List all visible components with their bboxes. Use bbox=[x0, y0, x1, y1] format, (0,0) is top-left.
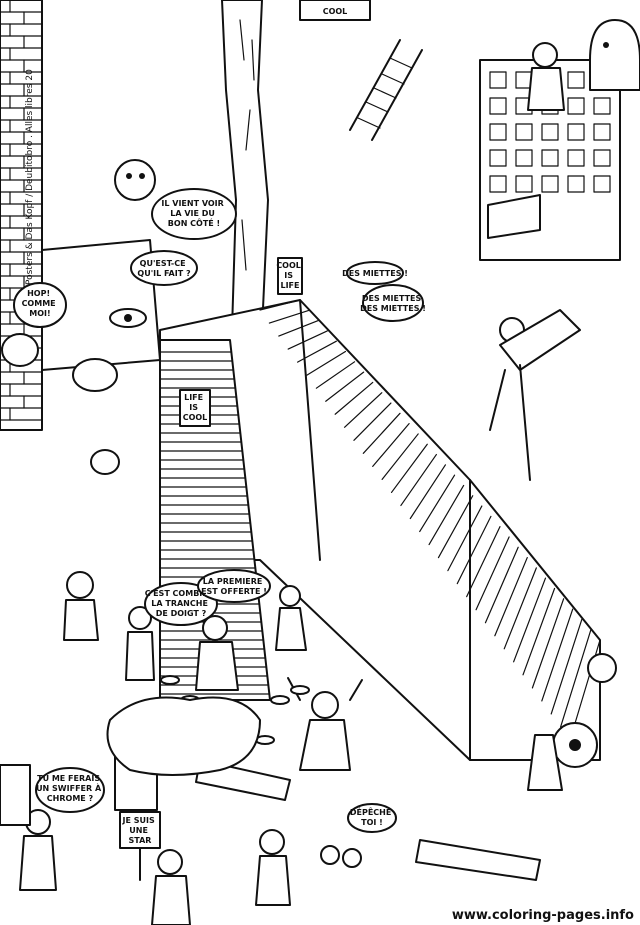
sign-text: JE SUIS UNE STAR bbox=[121, 816, 157, 845]
sign-text: COOL IS LIFE bbox=[276, 261, 303, 290]
sign-text: COOL bbox=[323, 7, 348, 16]
speech-bubble-miettes-1: DES MIETTES ! bbox=[342, 261, 408, 285]
sign-line: LIFE bbox=[184, 393, 203, 402]
credit-text: Posters & Das Kopf / Deubitobro . Alles … bbox=[25, 69, 35, 285]
bubble-line: DÉPÊCHE bbox=[350, 806, 391, 817]
sign-line: COOL bbox=[276, 261, 301, 270]
bubble-text: QU'EST-CE QU'IL FAIT ? bbox=[137, 259, 191, 278]
bubble-line: HOP! bbox=[27, 289, 50, 298]
characters bbox=[0, 19, 640, 925]
bubble-line: LA PREMIERE bbox=[203, 577, 263, 586]
speech-bubble-depeche: DÉPÊCHE TOI ! bbox=[347, 803, 397, 833]
bubble-line: C'EST COMBIEN bbox=[145, 589, 215, 598]
sign-text: LIFE IS COOL bbox=[183, 393, 208, 422]
cloud-shape bbox=[106, 696, 261, 776]
sign-life-is-cool: LIFE IS COOL bbox=[179, 389, 211, 427]
bubble-line: DES MIETTES ! bbox=[342, 269, 408, 278]
bubble-line: TOI ! bbox=[361, 818, 383, 827]
bubble-line: DES MIETTES ! bbox=[360, 304, 426, 313]
bubble-text: DÉPÊCHE TOI ! bbox=[350, 806, 394, 827]
bubble-line: COMME bbox=[22, 299, 56, 308]
sign-cool: COOL bbox=[299, 0, 371, 21]
tree-trunk bbox=[221, 0, 269, 331]
coin bbox=[290, 685, 310, 695]
speech-bubble-miettes-2: DES MIETTES DES MIETTES ! bbox=[360, 284, 426, 322]
sign-line: STAR bbox=[129, 836, 152, 845]
bubble-text: IL VIENT VOIR LA VIE DU BON CÔTÉ ! bbox=[161, 199, 226, 228]
sign-life-cool-vertical: COOL IS LIFE bbox=[276, 257, 303, 295]
sign-line: COOL bbox=[183, 413, 208, 422]
bubble-line: IL VIENT VOIR bbox=[161, 199, 223, 208]
watermark-text: www.coloring-pages.info bbox=[452, 908, 634, 923]
bubble-line: QU'IL FAIT ? bbox=[137, 269, 191, 278]
bubble-line: TU ME FERAIS bbox=[37, 774, 100, 783]
bubble-line: UN SWIFFER À bbox=[36, 782, 102, 793]
bubble-text: HOP! COMME MOI! bbox=[22, 289, 59, 318]
bubble-line: MOI! bbox=[29, 309, 50, 318]
bubble-text: DES MIETTES ! bbox=[342, 269, 408, 278]
bubble-text: C'EST COMBIEN LA TRANCHE DE DOIGT ? bbox=[145, 589, 217, 618]
bubble-line: EST OFFERTE ! bbox=[201, 587, 267, 596]
sign-line: UNE bbox=[129, 826, 148, 835]
speech-bubble-hop: HOP! COMME MOI! bbox=[13, 282, 67, 328]
coin bbox=[270, 695, 290, 705]
ladder bbox=[349, 39, 423, 141]
speech-bubble-swiffer: TU ME FERAIS UN SWIFFER À CHROME ? bbox=[35, 767, 105, 813]
bubble-line: DES MIETTES bbox=[362, 294, 422, 303]
sign-line: IS bbox=[284, 271, 293, 280]
bubble-line: BON CÔTÉ ! bbox=[168, 217, 220, 228]
bubble-line: DE DOIGT ? bbox=[156, 609, 207, 618]
bubble-text: TU ME FERAIS UN SWIFFER À CHROME ? bbox=[36, 774, 104, 803]
speech-bubble-premiere: LA PREMIERE EST OFFERTE ! bbox=[197, 569, 271, 603]
bubble-line: QU'EST-CE bbox=[140, 259, 186, 268]
staircase bbox=[159, 299, 601, 761]
bubble-line: LA VIE DU bbox=[170, 209, 215, 218]
bubble-line: CHROME ? bbox=[47, 794, 94, 803]
bubble-text: LA PREMIERE EST OFFERTE ! bbox=[201, 577, 267, 596]
speech-bubble-vient-voir: IL VIENT VOIR LA VIE DU BON CÔTÉ ! bbox=[151, 188, 237, 240]
speech-bubble-combien: C'EST COMBIEN LA TRANCHE DE DOIGT ? bbox=[144, 582, 218, 626]
sign-line: LIFE bbox=[280, 281, 299, 290]
sign-je-suis-une-star: JE SUIS UNE STAR bbox=[119, 811, 161, 881]
bubble-text: DES MIETTES DES MIETTES ! bbox=[360, 294, 426, 313]
watermark-banner: www.coloring-pages.info bbox=[438, 902, 640, 925]
speech-bubble-quest-ce: QU'EST-CE QU'IL FAIT ? bbox=[130, 250, 198, 286]
bubble-line: LA TRANCHE bbox=[151, 599, 208, 608]
sign-line: IS bbox=[189, 403, 198, 412]
sign-line: JE SUIS bbox=[121, 816, 154, 825]
coin bbox=[160, 675, 180, 685]
